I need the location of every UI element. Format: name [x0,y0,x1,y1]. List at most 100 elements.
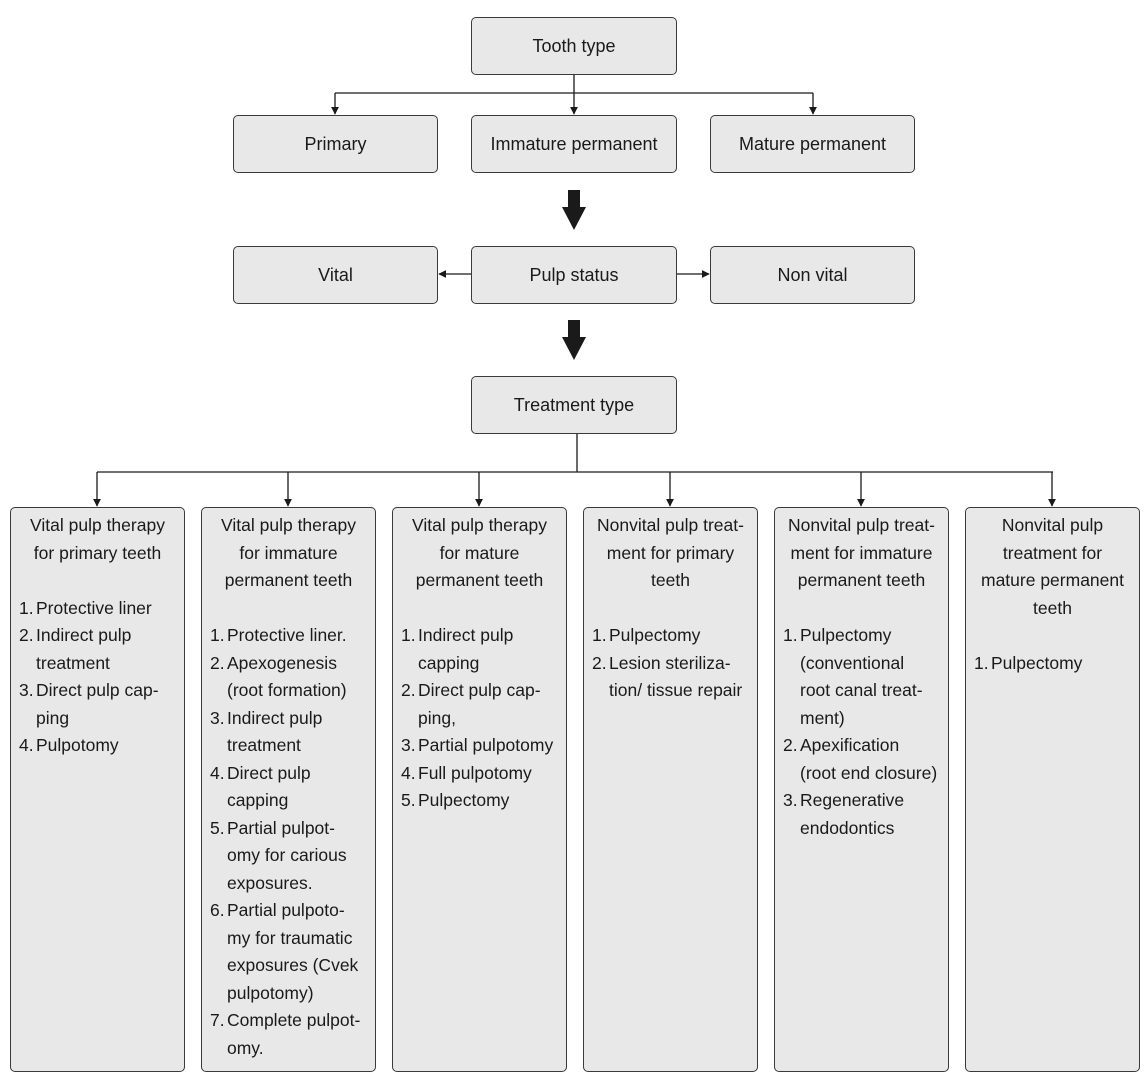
list-item-number: 2. [783,735,798,755]
list-item-text-line: omy. [227,1037,264,1058]
primary-node: Primary [233,115,438,173]
list-item-text-line: ment) [800,707,845,728]
column-title-line: Vital pulp therapy [412,515,547,535]
list-item-number: 3. [783,790,798,810]
list-item-number: 6. [210,900,225,920]
list-item-number: 3. [401,735,416,755]
list-item-text-line: Full pulpotomy [418,762,532,783]
list-item-text-line: (conventional [800,652,905,673]
column-spacer [210,595,367,623]
block-arrow-down-2 [562,320,586,360]
list-item-text-line: treatment [227,735,301,755]
treatment-list-item: 2.Lesion steriliza-tion/ tissue repair [592,650,749,705]
list-item-text-line: Partial pulpotomy [418,735,554,755]
list-item-text-line: capping [418,652,480,673]
list-item-number: 1. [401,625,416,645]
list-item-text-line: Indirect pulp [418,625,514,645]
column-title-line: ment for immature [790,542,933,563]
treatment-list: 1.Protective liner.2.Apexogenesis(root f… [210,622,367,1062]
column-title-line: Vital pulp therapy [221,515,356,535]
column-title-line: teeth [651,570,690,590]
vital-label: Vital [318,264,353,285]
tooth-type-node: Tooth type [471,17,677,75]
mature-permanent-node: Mature permanent [710,115,915,173]
column-title-line: permanent teeth [224,570,353,590]
list-item-text-line: Regenerative [800,790,905,810]
list-item-number: 1. [19,597,34,618]
column-title-line: Vital pulp therapy [30,515,165,535]
list-item-text-line: Direct pulp cap- [418,680,541,700]
column-title-line: permanent teeth [797,570,926,590]
column-title: Nonvital pulp treat-ment for immature per… [783,512,940,595]
list-item-text-line: Partial pulpoto- [227,900,345,920]
list-item-number: 5. [210,817,225,838]
list-item-text-line: ping, [418,707,456,728]
treatment-list-item: 1.Pulpectomy [592,622,749,650]
treatment-list-item: 5.Pulpectomy [401,787,558,815]
treatment-list-item: 7.Complete pulpot-omy. [210,1007,367,1062]
column-title-line: permanent teeth [415,570,544,590]
list-item-text-line: Apexification [800,735,900,755]
list-item-text-line: Direct pulp cap- [36,680,159,700]
mature-permanent-label: Mature permanent [738,133,887,154]
column-title-line: Nonvital pulp [1001,515,1104,535]
pulp-status-node: Pulp status [471,246,677,304]
treatment-list-item: 2.Apexogenesis(root formation) [210,650,367,705]
list-item-text-line: Lesion steriliza- [609,652,731,673]
list-item-text-line: Partial pulpot- [227,817,335,838]
non-vital-node: Non vital [710,246,915,304]
tooth-type-label: Tooth type [532,35,616,56]
list-item-text-line: Protective liner. [227,625,347,645]
list-item-text-line: Protective liner [36,597,152,618]
list-item-text-line: ping [36,707,70,728]
treatment-list-item: 4.Pulpotomy [19,732,176,760]
list-item-text-line: exposures (Cvek [227,955,359,975]
column-title-line: ment for primary [606,542,735,563]
list-item-number: 2. [592,652,607,673]
treatment-list-item: 1.Protective liner. [210,622,367,650]
list-item-text-line: Apexogenesis [227,652,337,673]
list-item-text-line: exposures. [227,872,313,893]
list-item-text-line: root canal treat- [800,680,923,700]
treatment-list-item: 1.Indirect pulp capping [401,622,558,677]
vital-node: Vital [233,246,438,304]
list-item-number: 1. [783,625,798,645]
treatment-list: 1.Pulpectomy [974,650,1131,678]
treatment-column-vital-primary: Vital pulp therapy for primary teeth 1.Pro… [10,507,185,1072]
immature-permanent-node: Immature permanent [471,115,677,173]
list-item-text-line: tion/ tissue repair [609,680,743,700]
list-item-text-line: (root formation) [227,680,347,700]
list-item-number: 4. [19,735,34,755]
primary-label: Primary [304,133,367,154]
list-item-text-line: Complete pulpot- [227,1010,361,1030]
list-item-text-line: Pulpotomy [36,735,119,755]
list-item-number: 1. [592,625,607,645]
immature-permanent-label: Immature permanent [490,133,658,154]
block-arrow-down-1 [562,190,586,230]
column-title-line: Nonvital pulp treat- [788,515,935,535]
treatment-column-nonvital-immature: Nonvital pulp treat-ment for immature per… [774,507,949,1072]
list-item-number: 1. [210,625,225,645]
list-item-text-line: Indirect pulp [227,707,323,728]
column-spacer [401,595,558,623]
list-item-number: 1. [974,652,989,673]
list-item-text-line: Pulpectomy [800,625,892,645]
list-item-text-line: Pulpectomy [609,625,701,645]
list-item-number: 3. [19,680,34,700]
pulp-status-label: Pulp status [529,264,619,285]
column-title-line: for primary teeth [33,542,162,563]
list-item-number: 4. [210,762,225,783]
list-item-number: 5. [401,790,416,810]
list-item-number: 4. [401,762,416,783]
